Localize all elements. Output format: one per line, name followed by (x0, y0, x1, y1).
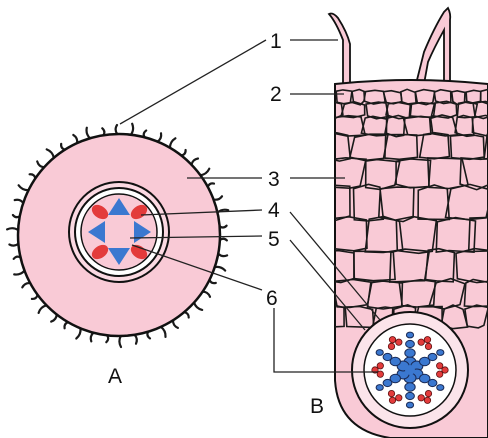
root-hair (173, 320, 178, 328)
phloem-cell (437, 371, 443, 377)
root-hair (158, 133, 162, 141)
root-hair (192, 159, 199, 165)
root-hair (161, 327, 166, 337)
xylem-cell (428, 353, 437, 360)
root-hair (170, 138, 176, 148)
phloem-cell (388, 343, 394, 349)
phloem-cell (396, 395, 402, 401)
phloem-cell (388, 390, 394, 396)
xylem-cell (376, 350, 383, 356)
phloem-cell (425, 390, 431, 396)
xylem-cell (383, 379, 392, 386)
callout-1: 1 (270, 30, 282, 53)
panel-label-b: B (310, 395, 324, 418)
root-hair (215, 267, 225, 271)
root-hair (135, 335, 137, 344)
root-hair (51, 315, 57, 322)
phloem-cell (389, 337, 395, 343)
callout-2: 2 (270, 83, 282, 106)
xylem-cell (406, 392, 415, 399)
phloem-cell (418, 339, 424, 345)
phloem-cell (389, 397, 395, 403)
callout-3: 3 (268, 168, 280, 191)
root-hair (9, 244, 18, 246)
root-hair (214, 196, 223, 199)
phloem-cell (377, 371, 383, 377)
root-hair (14, 271, 24, 275)
phloem-cell (424, 337, 430, 343)
root-hair (91, 333, 94, 342)
xylem-cell (437, 385, 444, 391)
root-hair (19, 185, 29, 190)
xylem-cell (405, 349, 415, 358)
root-hair (7, 228, 18, 230)
root-hair (47, 149, 54, 157)
xylem-cell (437, 350, 444, 356)
root-hair (131, 124, 133, 135)
phloem-cell (437, 363, 443, 369)
root-hair (87, 128, 90, 139)
root-hair-right (416, 8, 450, 84)
xylem-cell (405, 383, 415, 392)
root-hair (39, 305, 47, 313)
root-hair (194, 303, 202, 310)
xylem-cell (406, 332, 413, 338)
root-hair (76, 328, 80, 338)
root-hair (22, 283, 30, 287)
callout-4: 4 (268, 199, 280, 222)
root-hair (73, 135, 77, 143)
xylem-cell (428, 379, 437, 386)
xylem-cell (406, 340, 415, 347)
root-hair (203, 292, 210, 297)
phloem-cell (396, 339, 402, 345)
cross-section-a (7, 124, 228, 347)
callouts: 1 2 3 4 5 6 (266, 30, 282, 310)
xylem-cell (376, 385, 383, 391)
root-hair (119, 336, 121, 347)
phloem-cell (424, 397, 430, 403)
xylem-cell (383, 353, 392, 360)
root-hair (37, 161, 44, 167)
root-hair-left (329, 14, 350, 85)
callout-5: 5 (268, 228, 280, 251)
root-hair (218, 254, 227, 256)
callout-6: 6 (266, 287, 278, 310)
root-hair (200, 169, 209, 176)
detail-section-b (315, 8, 488, 438)
phloem-cell (418, 395, 424, 401)
xylem-cell (406, 402, 413, 408)
root-hair (15, 200, 24, 203)
root-hair (116, 125, 118, 134)
phloem-cell (442, 367, 448, 373)
panel-label-a: A (108, 365, 122, 388)
phloem-cell (377, 363, 383, 369)
phloem-cell (425, 343, 431, 349)
xylem-core (405, 365, 415, 375)
